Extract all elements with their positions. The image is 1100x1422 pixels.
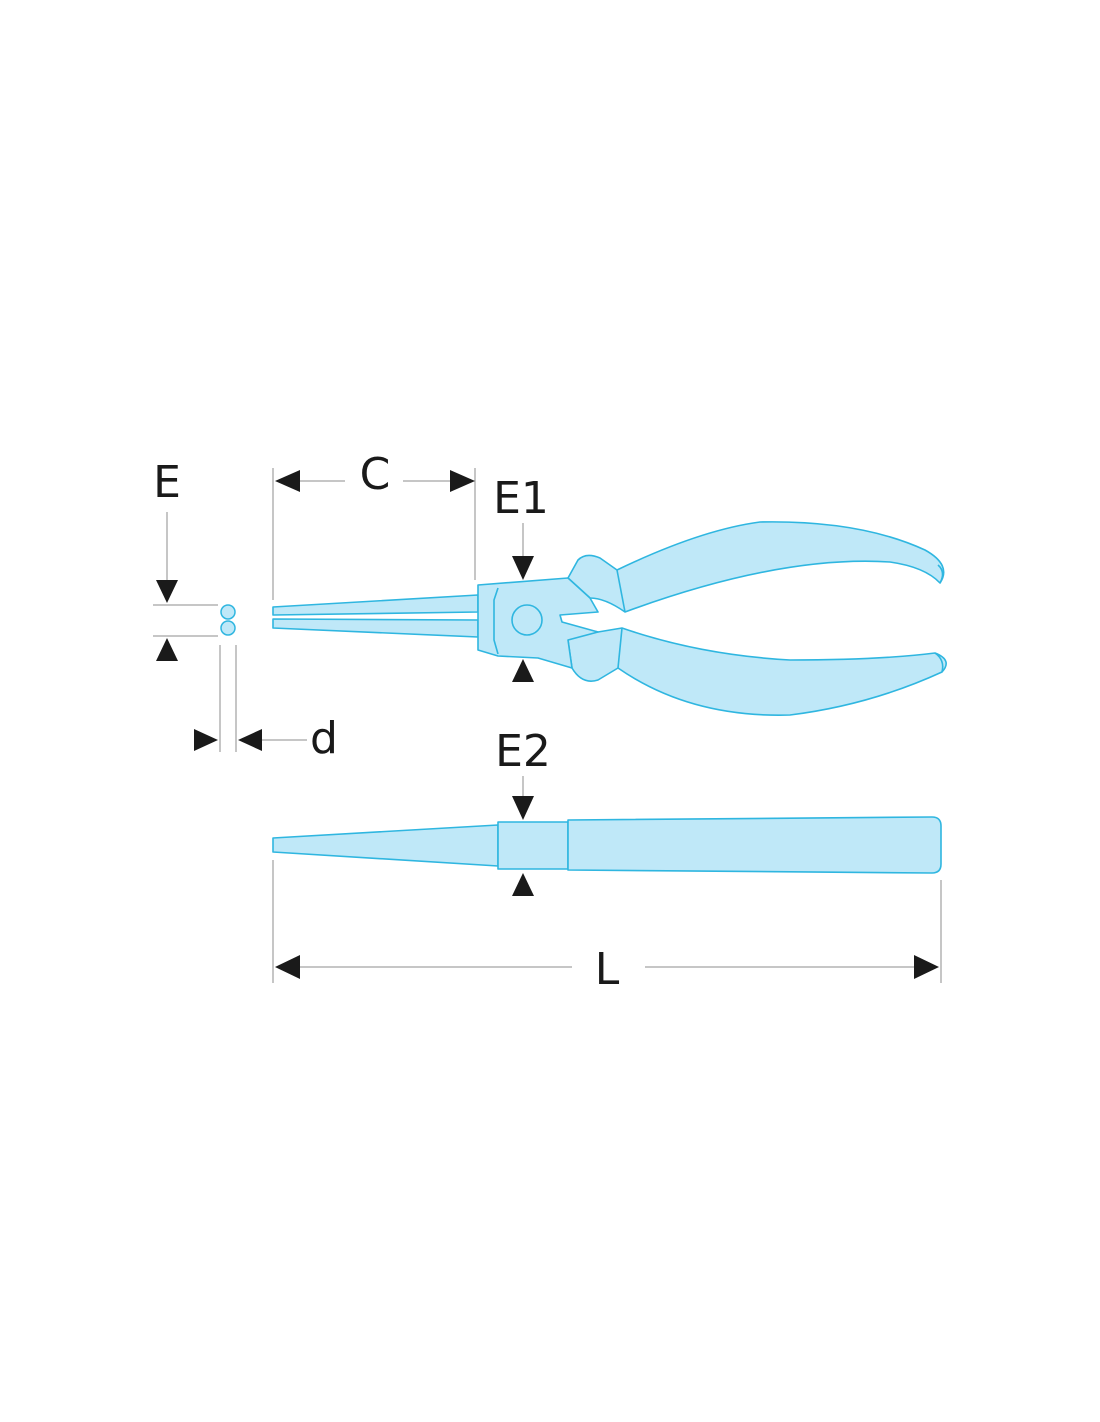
- label-c: C: [360, 449, 391, 500]
- upper-jaw: [272, 594, 479, 616]
- arrow-e2-up: [512, 873, 534, 896]
- arrow-d-right: [194, 729, 218, 751]
- arrow-c-left: [275, 470, 300, 492]
- arrow-e1-down: [512, 556, 534, 580]
- arrow-e2-down: [512, 796, 534, 820]
- lower-handle: [567, 627, 947, 716]
- side-tip: [272, 824, 499, 867]
- label-e2: E2: [495, 726, 551, 777]
- lower-jaw: [272, 618, 479, 638]
- label-l: L: [595, 944, 620, 995]
- arrow-l-left: [275, 955, 300, 979]
- pliers-side-view-icon: [272, 816, 942, 874]
- label-e: E: [153, 457, 181, 508]
- arrow-c-right: [450, 470, 475, 492]
- side-handle: [567, 816, 942, 874]
- arrow-e1-up: [512, 659, 534, 682]
- arrow-l-right: [914, 955, 939, 979]
- dimension-lines: [153, 468, 942, 983]
- label-e1: E1: [493, 473, 549, 524]
- upper-handle: [567, 521, 945, 613]
- dimension-labels: E C E1 d E2 L: [153, 449, 620, 995]
- label-d: d: [310, 713, 338, 764]
- dimension-arrows: [156, 470, 939, 979]
- pliers-top-view-icon: [272, 521, 947, 716]
- pivot-rivet: [511, 604, 543, 636]
- tip-cross-section-icon: [220, 604, 236, 636]
- arrow-d-left: [238, 729, 262, 751]
- side-joint: [497, 821, 569, 870]
- arrow-e-down: [156, 580, 178, 603]
- arrow-e-up: [156, 638, 178, 661]
